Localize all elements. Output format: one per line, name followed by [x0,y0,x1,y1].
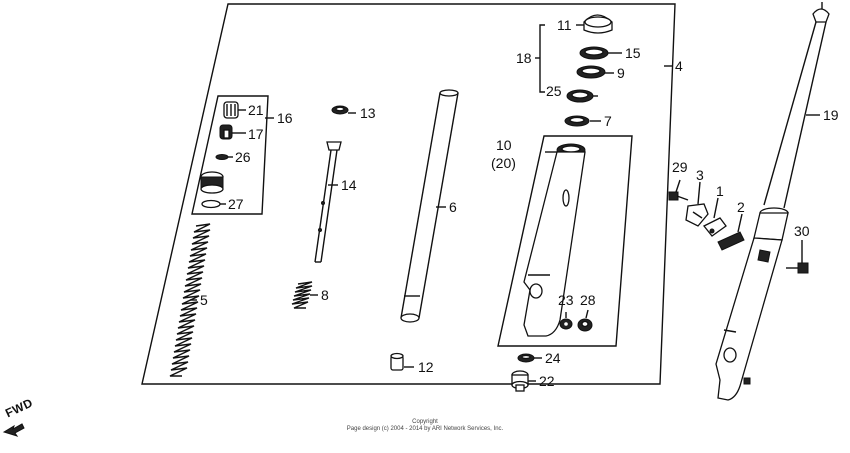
main-panel-outline [141,3,676,385]
o-ring-26-part [215,154,229,160]
label-13: 13 [360,105,376,121]
bolt-28-part [577,318,593,332]
label-24: 24 [545,350,561,366]
oil-lock-piece-part [390,352,404,371]
spring-seat-part [200,171,224,194]
oil-seal-part [576,65,606,79]
label-5: 5 [200,292,208,308]
fork-assembly-part [715,2,830,401]
washer-23-part [559,318,573,330]
clamp-2-part [717,231,745,251]
label-18: 18 [516,50,532,66]
bolt-30-part [786,262,809,274]
label-10: 10 [496,137,512,153]
label-9: 9 [617,65,625,81]
label-20: (20) [491,155,516,171]
label-16: 16 [277,110,293,126]
label-6: 6 [449,199,457,215]
label-27: 27 [228,196,244,212]
cap-bolt-part [223,101,239,119]
copyright-title: Copyright [412,419,438,425]
label-25: 25 [546,83,562,99]
label-4: 4 [675,58,683,74]
guide-bushing-part [564,115,590,127]
label-7: 7 [604,113,612,129]
label-1: 1 [716,183,724,199]
copyright-line: Page design (c) 2004 - 2014 by ARI Netwo… [346,426,504,432]
label-23: 23 [558,292,574,308]
label-21: 21 [248,102,264,118]
label-29: 29 [672,159,688,175]
label-28: 28 [580,292,596,308]
dust-seal-part [583,14,613,34]
label-30: 30 [794,223,810,239]
back-up-ring-part [566,89,594,103]
label-26: 26 [235,149,251,165]
sealing-washer-part [517,353,535,363]
label-14: 14 [341,177,357,193]
label-12: 12 [418,359,434,375]
fork-slider-part [523,143,586,337]
damper-rod-part [314,141,342,263]
label-19: 19 [823,107,839,123]
socket-bolt-part [511,370,529,392]
leader-lines [190,24,820,382]
rebound-spring-part [291,281,313,309]
valve-part [219,124,233,140]
clamp-1-part [702,217,727,237]
fwd-arrow-icon [2,423,25,437]
label-2: 2 [737,199,745,215]
stopper-ring-part [579,46,609,60]
label-8: 8 [321,287,329,303]
fork-pipe-part [400,89,459,323]
label-15: 15 [625,45,641,61]
group-box-10 [497,135,633,347]
label-17: 17 [248,126,264,142]
o-ring-27-part [201,199,221,209]
group-box-16 [191,95,269,215]
label-11: 11 [557,17,572,33]
reflector-bracket-part [685,203,709,227]
bolt-29-part [668,191,689,201]
label-22: 22 [539,373,555,389]
label-3: 3 [696,167,704,183]
